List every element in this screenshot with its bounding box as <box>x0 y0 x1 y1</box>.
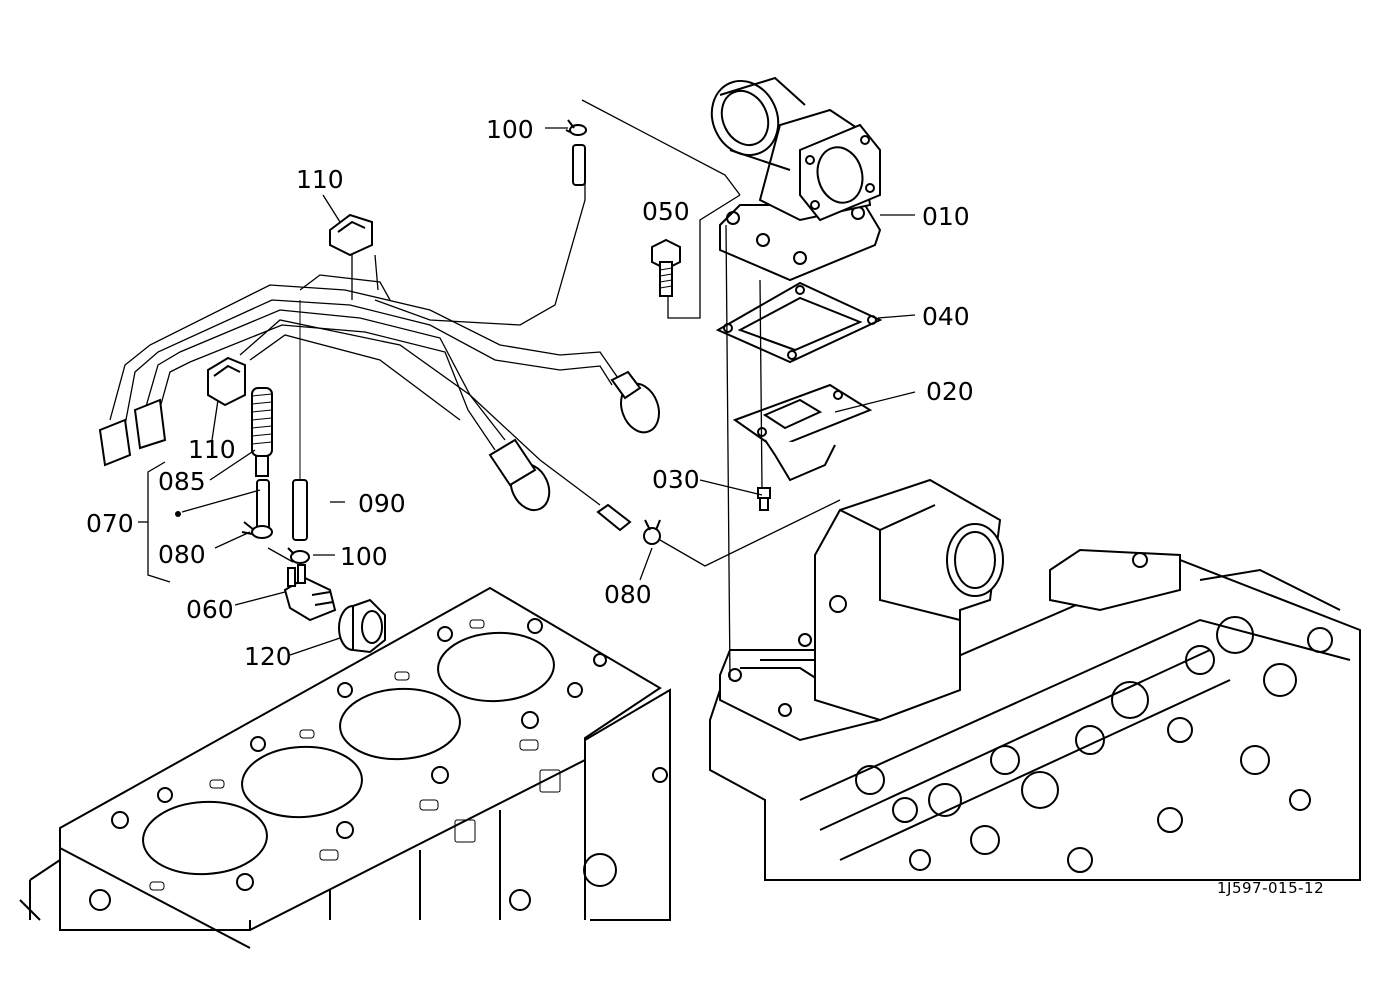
leader-lines <box>138 99 916 681</box>
part-030-screw <box>757 487 771 511</box>
callout-100-lower: 100 <box>340 542 388 571</box>
callout-060: 060 <box>186 595 234 624</box>
callout-020: 020 <box>926 377 974 406</box>
callout-120: 120 <box>244 642 292 671</box>
part-085-spring-hose <box>251 387 273 531</box>
part-090-tube <box>292 300 308 541</box>
part-harness-pipes <box>98 144 660 532</box>
callout-080-left: 080 <box>158 540 206 569</box>
callout-110-lower: 110 <box>188 435 236 464</box>
callout-050: 050 <box>642 197 690 226</box>
callout-100-upper: 100 <box>486 115 534 144</box>
callout-085: 085 <box>158 467 206 496</box>
callout-090: 090 <box>358 489 406 518</box>
part-050-bolt <box>651 238 681 297</box>
part-060-fitting <box>283 564 337 622</box>
callout-labels: 010 040 020 030 050 100 110 110 085 070 … <box>86 115 1324 897</box>
callout-110-upper: 110 <box>296 165 344 194</box>
callout-080-right: 080 <box>604 580 652 609</box>
cylinder-block <box>19 586 671 949</box>
part-040-gasket <box>715 281 883 364</box>
part-100-clamp-upper <box>565 119 587 136</box>
part-010-intake-elbow <box>710 76 882 282</box>
callout-070: 070 <box>86 509 134 538</box>
part-120-nut <box>338 598 386 654</box>
callout-040: 040 <box>922 302 970 331</box>
part-020-heater-element <box>732 383 873 482</box>
part-110-clip-lower <box>207 356 246 407</box>
part-080-clamp-right <box>643 519 661 545</box>
callout-010: 010 <box>922 202 970 231</box>
callout-030: 030 <box>652 465 700 494</box>
part-110-clip-upper <box>329 213 373 257</box>
cylinder-head <box>709 478 1361 881</box>
part-080-clamp-left <box>241 521 273 539</box>
drawing-code: 1J597-015-12 <box>1217 879 1324 897</box>
part-100-clamp-lower <box>287 547 310 564</box>
